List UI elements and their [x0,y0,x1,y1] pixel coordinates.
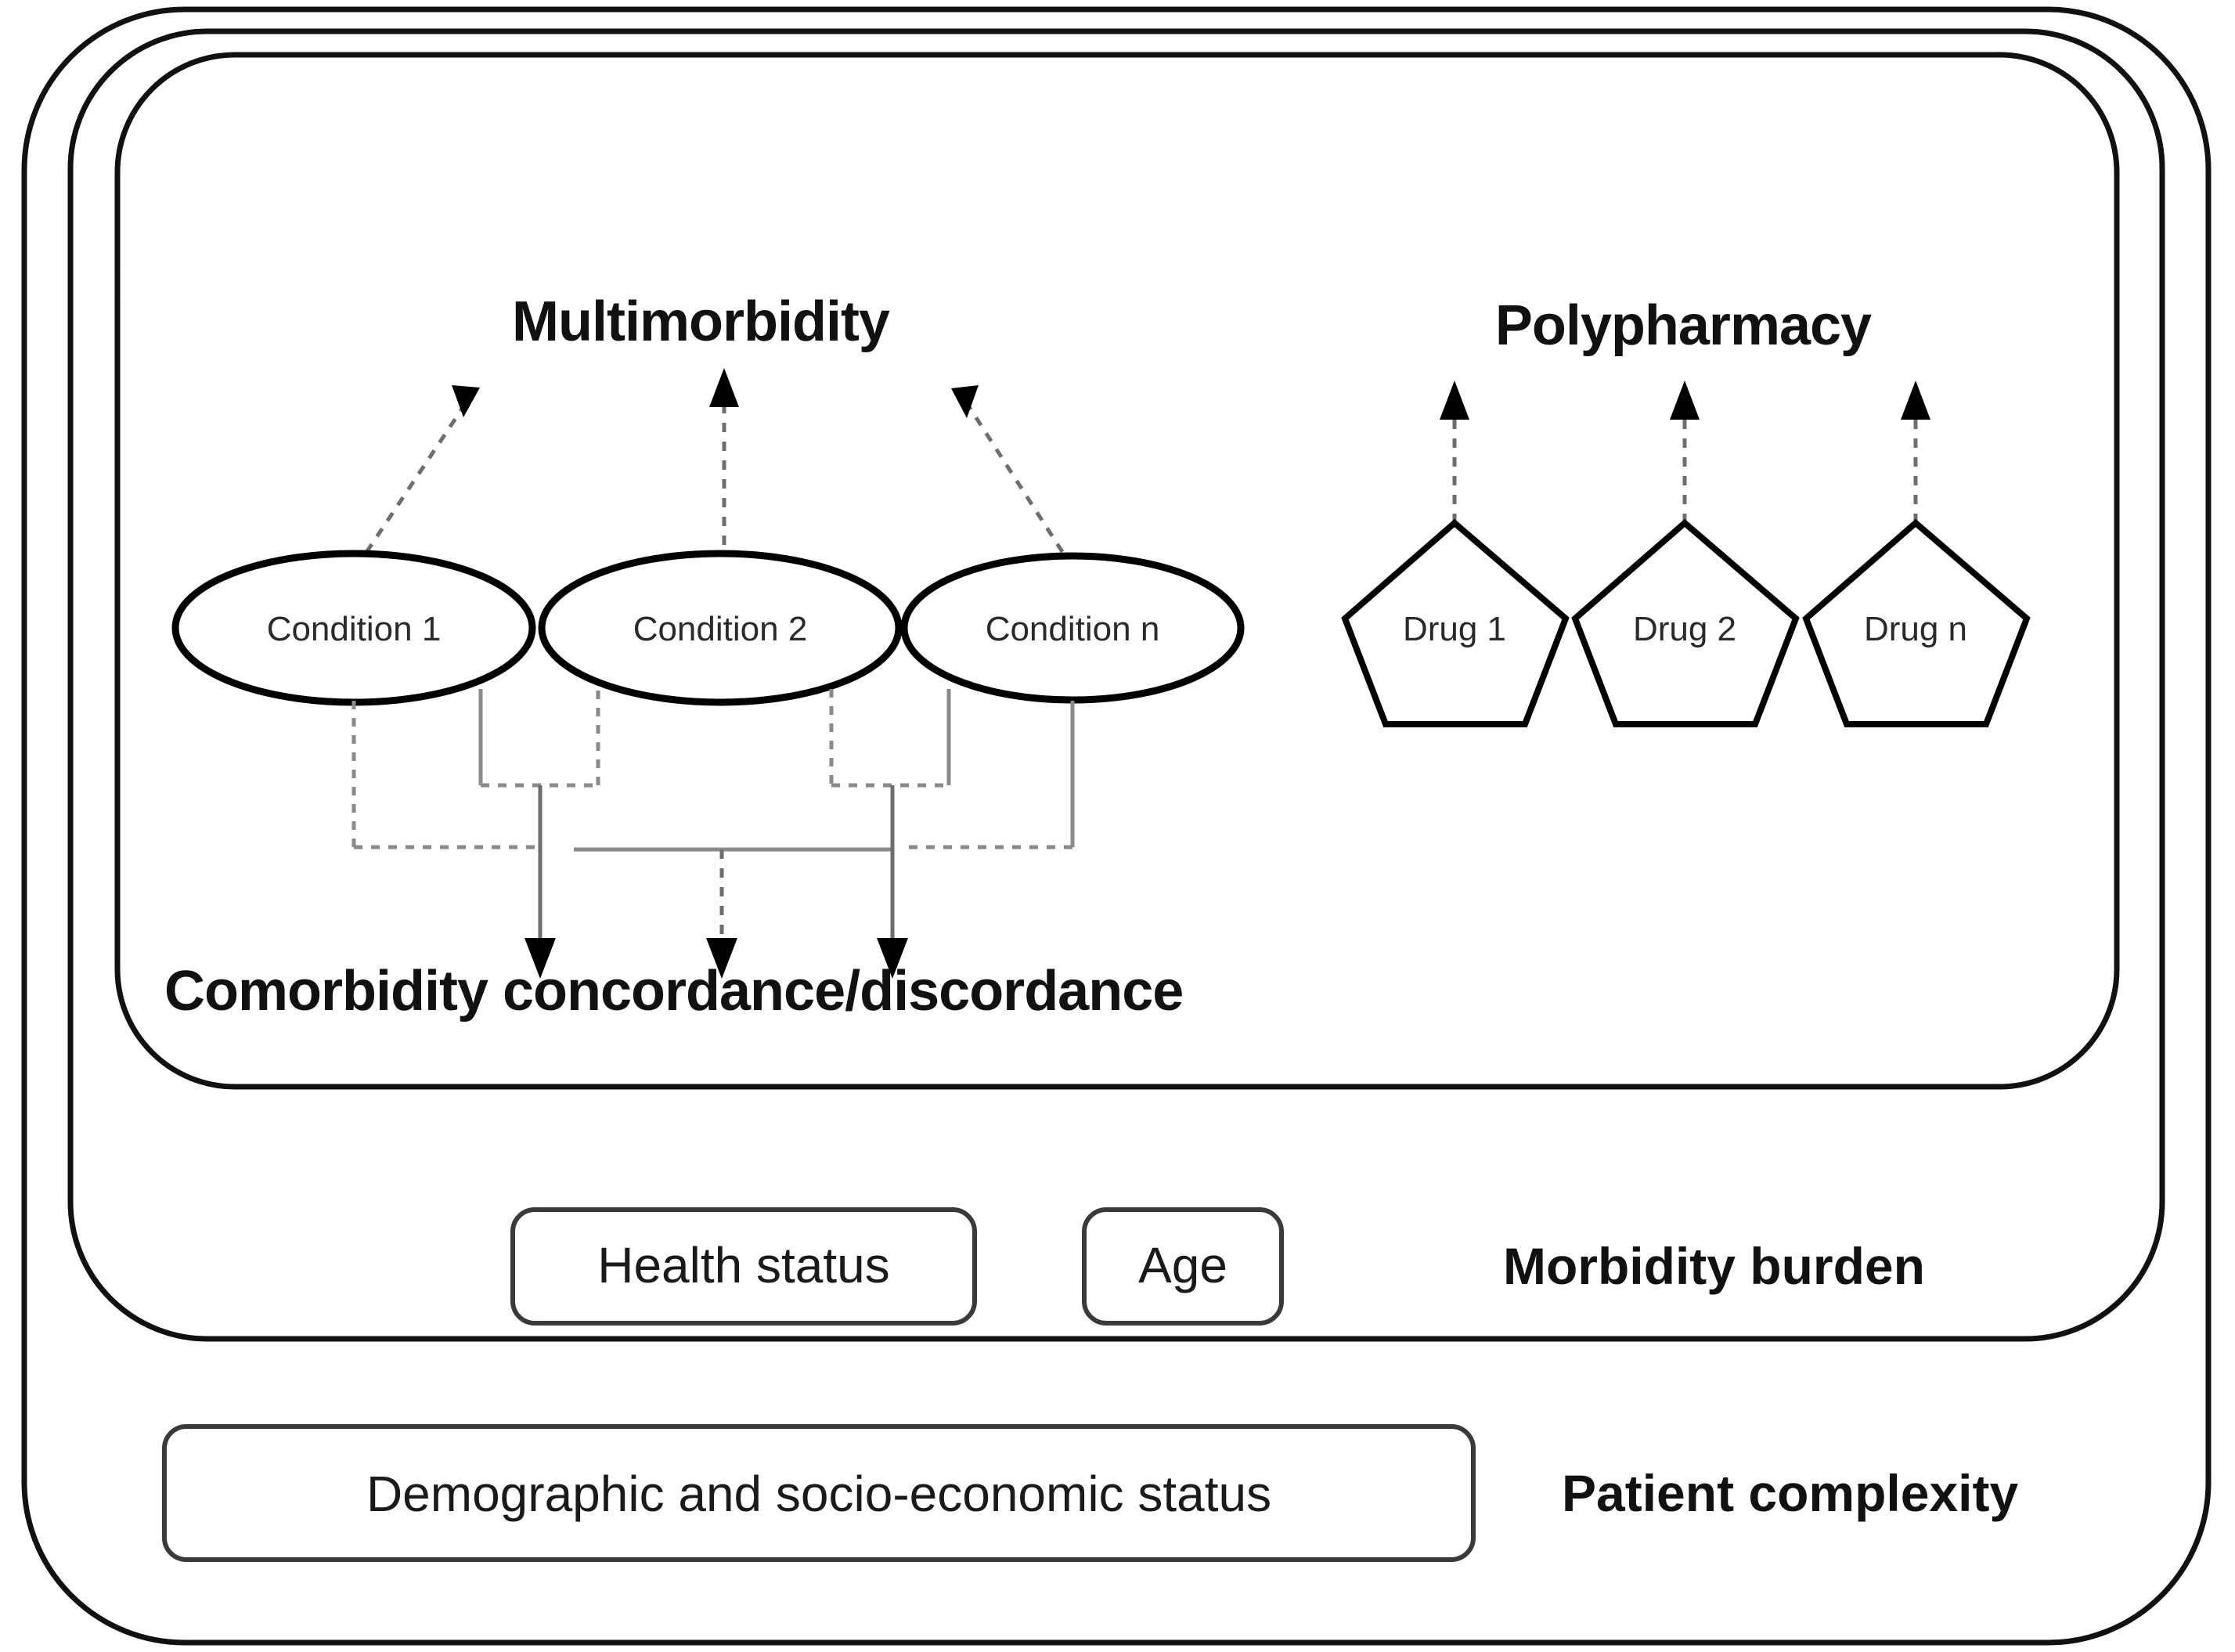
demographic-socioeconomic-label: Demographic and socio-economic status [366,1466,1271,1522]
morbidity-burden-label: Morbidity burden [1503,1237,1925,1295]
drug-node-n[interactable]: Drug n [1802,518,2031,727]
morbidity-burden-frame [67,28,2165,1342]
age-label: Age [1138,1237,1227,1293]
condition-2-label: Condition 2 [633,610,808,648]
arrow-condition2-to-multimorbidity [709,368,739,564]
condition-node-n[interactable]: Condition n [900,552,1245,704]
demographic-socioeconomic-box[interactable]: Demographic and socio-economic status [162,1424,1476,1562]
patient-complexity-label: Patient complexity [1562,1464,2018,1522]
drug-node-1[interactable]: Drug 1 [1341,518,1570,727]
patient-complexity-frame [21,6,2212,1646]
multimorbidity-heading: Multimorbidity [512,290,890,353]
arrow-drug2-to-polypharmacy [1670,381,1700,523]
comorbidity-heading: Comorbidity concordance/discordance [164,960,1183,1023]
condition-node-2[interactable]: Condition 2 [538,550,903,706]
polypharmacy-heading: Polypharmacy [1495,294,1872,357]
condition-1-label: Condition 1 [267,610,442,648]
condition-n-label: Condition n [986,610,1160,648]
health-status-box[interactable]: Health status [510,1207,977,1326]
drug-node-2[interactable]: Drug 2 [1571,518,1800,727]
arrow-drug1-to-polypharmacy [1440,381,1469,523]
arrow-conditionn-to-multimorbidity [951,385,1075,569]
arrow-condition1-to-multimorbidity [354,385,480,569]
condition-node-1[interactable]: Condition 1 [171,550,536,706]
multimorbidity-polypharmacy-frame [114,52,2120,1090]
comorbidity-connector-network [351,689,1075,979]
age-box[interactable]: Age [1082,1207,1284,1326]
drug-n-label: Drug n [1864,610,1967,648]
health-status-label: Health status [597,1237,890,1293]
drug-1-label: Drug 1 [1403,610,1506,648]
drug-2-label: Drug 2 [1633,610,1736,648]
arrow-drugn-to-polypharmacy [1901,381,1930,523]
